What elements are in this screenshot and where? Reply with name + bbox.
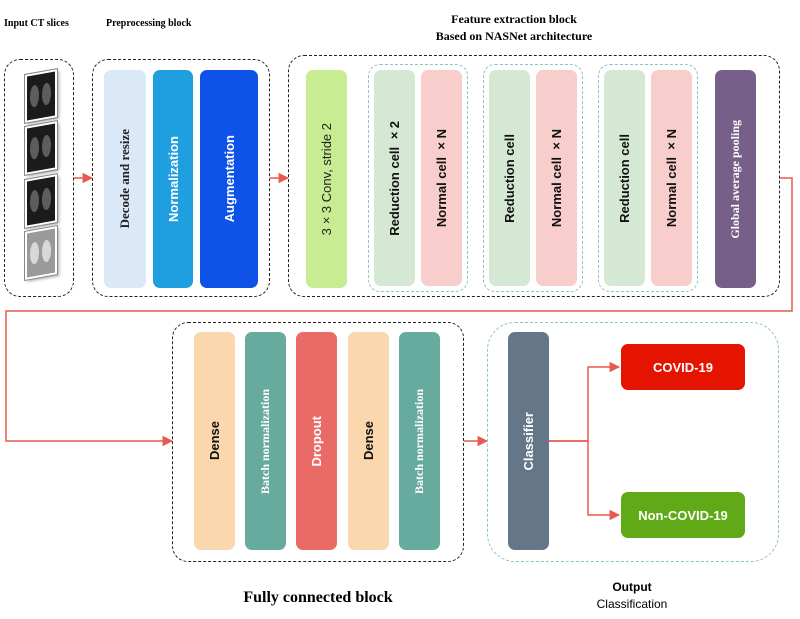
output-group: [487, 322, 779, 562]
normal-cell-block: Normal cell ×N: [651, 70, 692, 286]
dense-label: Dense: [361, 421, 376, 461]
normal-cell-block: Normal cell ×N: [536, 70, 577, 286]
feature-header-line2: Based on NASNet architecture: [435, 29, 593, 43]
normal-cell-label: Normal cell ×N: [549, 128, 564, 228]
input-ct-header: Input CT slices: [4, 18, 69, 29]
reduction-cell-block: Reduction cell ×2: [374, 70, 415, 286]
normal-cell-label: Normal cell ×N: [664, 128, 679, 228]
fully-connected-header: Fully connected block: [243, 589, 393, 606]
batch-normalization-label: Batch normalization: [258, 388, 272, 494]
global-pooling-label: Global average pooling: [728, 119, 742, 239]
dense-block: Dense: [348, 332, 389, 550]
normalization-label: Normalization: [165, 136, 181, 222]
cell-group-1: [368, 64, 468, 292]
arrow-classifier-to-noncovid: [549, 440, 621, 521]
classifier-label: Classifier: [521, 411, 536, 471]
feature-header-line1: Feature extraction block: [451, 12, 577, 26]
fully-connected-group: [172, 322, 464, 562]
normal-cell-block: Normal cell ×N: [421, 70, 462, 286]
normalization-block: Normalization: [153, 70, 193, 288]
reduction-cell-block: Reduction cell: [604, 70, 645, 286]
batch-normalization-block: Batch normalization: [245, 332, 286, 550]
cell-group-2: [483, 64, 583, 292]
reduction-cell-label: Reduction cell: [502, 133, 517, 223]
non-covid-output: Non-COVID-19: [621, 492, 745, 538]
batch-normalization-block: Batch normalization: [399, 332, 440, 550]
feature-extraction-group: [288, 55, 780, 297]
conv-block: 3×3 Conv, stride 2: [306, 70, 347, 288]
decode-resize-block: Decode and resize: [104, 70, 146, 288]
output-subheader: Classification: [596, 597, 668, 611]
preprocessing-group: [92, 59, 270, 297]
classifier-block: Classifier: [508, 332, 549, 550]
augmentation-label: Augmentation: [221, 135, 237, 223]
reduction-cell-label: Reduction cell ×2: [387, 120, 402, 236]
augmentation-block: Augmentation: [200, 70, 258, 288]
arrow-feature-to-fc: [5, 177, 793, 447]
input-ct-group: [4, 59, 74, 297]
ct-slice-image: [25, 121, 57, 175]
preprocessing-header: Preprocessing block: [106, 18, 192, 29]
reduction-cell-label: Reduction cell: [617, 133, 632, 223]
covid-output: COVID-19: [621, 344, 745, 390]
ct-slice-image: [25, 226, 57, 280]
conv-label: 3×3 Conv, stride 2: [319, 122, 334, 236]
dense-label: Dense: [207, 421, 222, 461]
batch-normalization-label: Batch normalization: [412, 388, 426, 494]
dropout-block: Dropout: [296, 332, 337, 550]
dense-block: Dense: [194, 332, 235, 550]
output-header: Output: [612, 580, 652, 594]
cell-group-3: [598, 64, 698, 292]
ct-slice-image: [25, 69, 57, 123]
ct-slice-image: [25, 174, 57, 228]
dropout-label: Dropout: [309, 415, 324, 467]
decode-resize-label: Decode and resize: [117, 129, 132, 229]
normal-cell-label: Normal cell ×N: [434, 128, 449, 228]
global-pooling-block: Global average pooling: [715, 70, 756, 288]
reduction-cell-block: Reduction cell: [489, 70, 530, 286]
